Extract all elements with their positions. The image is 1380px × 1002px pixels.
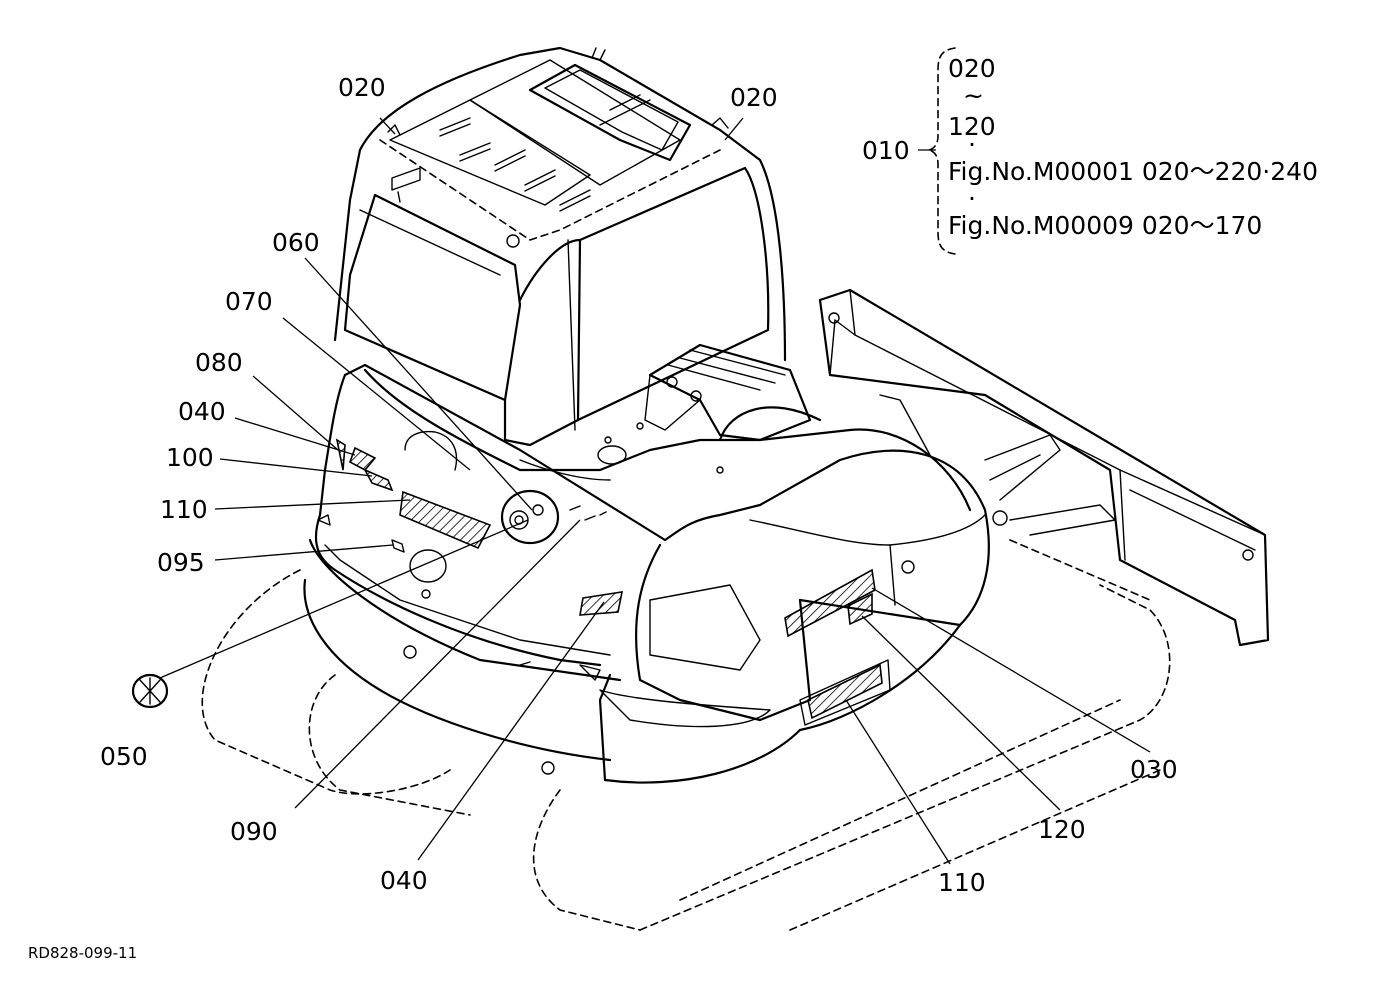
- assembly-range-end: 120: [948, 112, 996, 141]
- callout-070: 070: [225, 287, 273, 316]
- drawing-code: RD828-099-11: [28, 944, 137, 962]
- operator-seat: [644, 343, 822, 442]
- callout-030: 030: [1130, 755, 1178, 784]
- callout-090: 090: [230, 817, 278, 846]
- decal-110-side: [807, 663, 883, 720]
- callout-060: 060: [272, 228, 320, 257]
- machine-body: [303, 363, 990, 784]
- callout-080: 080: [195, 348, 243, 377]
- callout-020-right: 020: [730, 83, 778, 112]
- dozer-blade: [818, 288, 1270, 647]
- callout-095: 095: [157, 548, 205, 577]
- assembly-dot-1: ·: [968, 130, 976, 159]
- decal-080: [335, 438, 346, 471]
- emblem-060: [500, 489, 560, 545]
- emblem-050: [131, 673, 169, 709]
- decal-110-rear: [399, 490, 492, 550]
- decal-040-left: [349, 446, 377, 472]
- callout-050: 050: [100, 742, 148, 771]
- assembly-ref-m00001: Fig.No.M00001 020～220·240: [948, 157, 1318, 186]
- callout-110-upper: 110: [160, 495, 208, 524]
- decal-100: [363, 468, 394, 492]
- callout-120: 120: [1038, 815, 1086, 844]
- decal-040-lower: [579, 591, 624, 616]
- assembly-range-start: 020: [948, 54, 996, 83]
- callout-040-lower: 040: [380, 866, 428, 895]
- crawler-tracks: [201, 539, 1171, 931]
- assembly-dot-2: ·: [968, 184, 976, 213]
- assembly-label-010: 010: [862, 136, 910, 165]
- assembly-note: 010 020 ~ 120 · Fig.No.M00001 020～220·24…: [862, 47, 1318, 255]
- callout-040-upper: 040: [178, 397, 226, 426]
- callout-100: 100: [166, 443, 214, 472]
- decals: [131, 438, 883, 720]
- assembly-ref-m00009: Fig.No.M00009 020～170: [948, 211, 1262, 240]
- callouts: 020 020 060 070 080 040 100 110 095 050 …: [100, 73, 1178, 897]
- decal-120: [847, 592, 873, 626]
- decal-095: [391, 539, 405, 553]
- assembly-range-tilde: ~: [963, 81, 984, 110]
- callout-110-lower: 110: [938, 868, 986, 897]
- leader-lines: [159, 117, 1151, 865]
- callout-020-left: 020: [338, 73, 386, 102]
- cab: [333, 46, 787, 447]
